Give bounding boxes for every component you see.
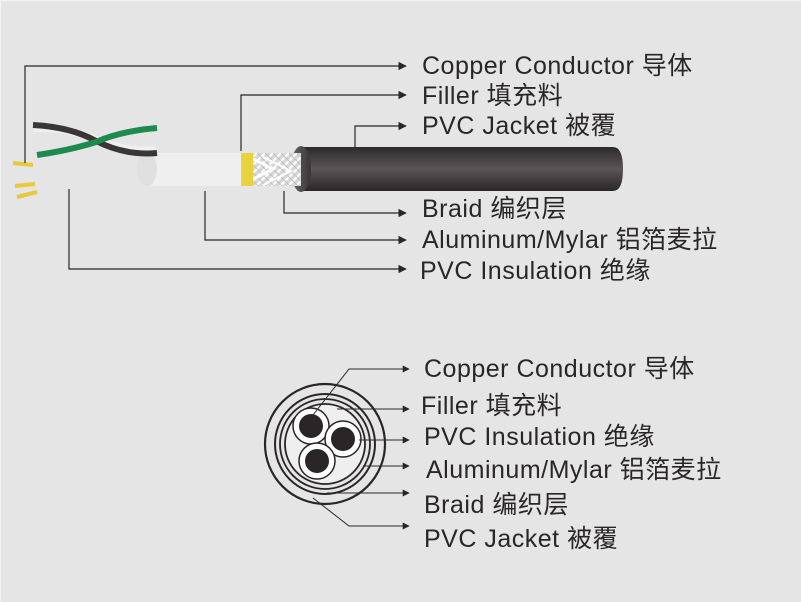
cross-label-aluminum-mylar: Aluminum/Mylar 铝箔麦拉 (426, 456, 722, 484)
side-label-braid: Braid 编织层 (422, 195, 567, 223)
cross-label-pvc-insulation: PVC Insulation 绝缘 (424, 423, 655, 451)
cross-label-copper-conductor: Copper Conductor 导体 (424, 355, 695, 383)
pvc-jacket-shape (291, 146, 623, 192)
side-label-filler: Filler 填充料 (422, 82, 564, 110)
wires-shape (12, 122, 158, 199)
side-view (12, 61, 623, 274)
side-callouts (24, 61, 407, 274)
side-label-aluminum-mylar: Aluminum/Mylar 铝箔麦拉 (422, 226, 718, 254)
conductor-cores (292, 407, 362, 480)
side-label-pvc-insulation: PVC Insulation 绝缘 (420, 257, 651, 285)
cross-label-braid: Braid 编织层 (424, 491, 569, 519)
cross-label-pvc-jacket: PVC Jacket 被覆 (424, 525, 619, 553)
side-label-copper-conductor: Copper Conductor 导体 (422, 52, 693, 80)
braid-shape (251, 153, 301, 186)
side-label-pvc-jacket: PVC Jacket 被覆 (422, 112, 617, 140)
cross-section (263, 365, 410, 530)
cross-label-filler: Filler 填充料 (421, 392, 563, 420)
cross-callouts (312, 365, 410, 530)
aluminum-mylar-shape (146, 153, 241, 186)
